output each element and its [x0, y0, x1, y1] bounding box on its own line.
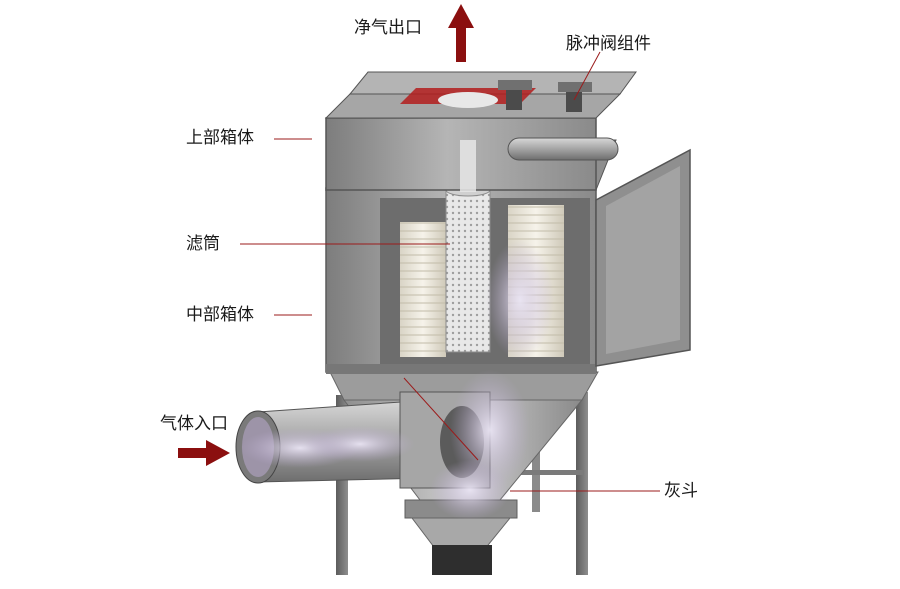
gas-flow-smoke: [240, 240, 554, 520]
gas-inlet-arrow: [178, 440, 230, 466]
leader-pulse-valve: [573, 51, 601, 101]
label-middle-box: 中部箱体: [186, 305, 254, 325]
label-ash-hopper: 灰斗: [664, 481, 698, 501]
access-door: [595, 148, 691, 367]
label-filter: 滤筒: [186, 234, 220, 254]
clean-outlet-arrow: [448, 4, 474, 62]
pulse-valve-assembly: [498, 80, 619, 161]
leader-inlet: [403, 377, 479, 461]
label-pulse-valve: 脉冲阀组件: [566, 34, 651, 54]
label-upper-box: 上部箱体: [186, 128, 254, 148]
leader-lines: [240, 51, 660, 492]
label-gas-inlet: 气体入口: [160, 414, 228, 434]
label-clean-outlet: 净气出口: [354, 18, 422, 38]
